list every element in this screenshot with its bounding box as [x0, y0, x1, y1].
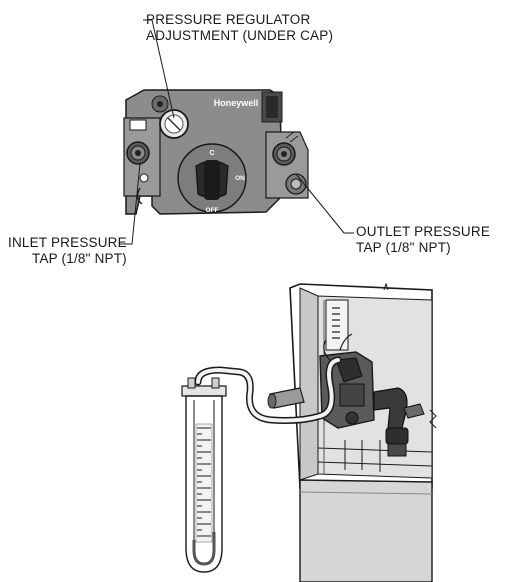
- knob-label-top: C: [209, 150, 214, 157]
- callout-outlet-line2: TAP (1/8" NPT): [356, 240, 451, 255]
- callout-inlet-line2: TAP (1/8" NPT): [32, 251, 127, 266]
- manometer-scale: [197, 427, 211, 537]
- u-tube-manometer: [181, 377, 227, 573]
- valve-brand: Honeywell: [214, 98, 259, 108]
- callout-pressure-regulator: PRESSURE REGULATOR ADJUSTMENT (UNDER CAP…: [146, 12, 333, 44]
- knob-label-right: ON: [235, 175, 245, 182]
- inlet-pressure-tap: [126, 141, 150, 165]
- furnace-cabinet: [289, 282, 437, 582]
- callout-outlet-pressure-tap: OUTLET PRESSURE TAP (1/8" NPT): [356, 224, 490, 256]
- callout-pressure-regulator-line1: PRESSURE REGULATOR: [146, 12, 311, 27]
- gas-valve: C ON OFF Honeywell: [123, 89, 309, 215]
- callout-outlet-line1: OUTLET PRESSURE: [356, 224, 491, 239]
- installed-gas-valve: [319, 333, 425, 457]
- callout-inlet-line1: INLET PRESSURE: [8, 235, 127, 250]
- knob-label-bottom: OFF: [206, 207, 219, 214]
- outlet-pressure-tap: [272, 142, 296, 166]
- manometer-hose: [194, 356, 342, 424]
- callout-leaders: [120, 19, 354, 245]
- callout-pressure-regulator-line2: ADJUSTMENT (UNDER CAP): [146, 28, 334, 43]
- callout-inlet-pressure-tap: INLET PRESSURE TAP (1/8" NPT): [8, 235, 127, 267]
- hose-barb-fitting: [267, 387, 305, 409]
